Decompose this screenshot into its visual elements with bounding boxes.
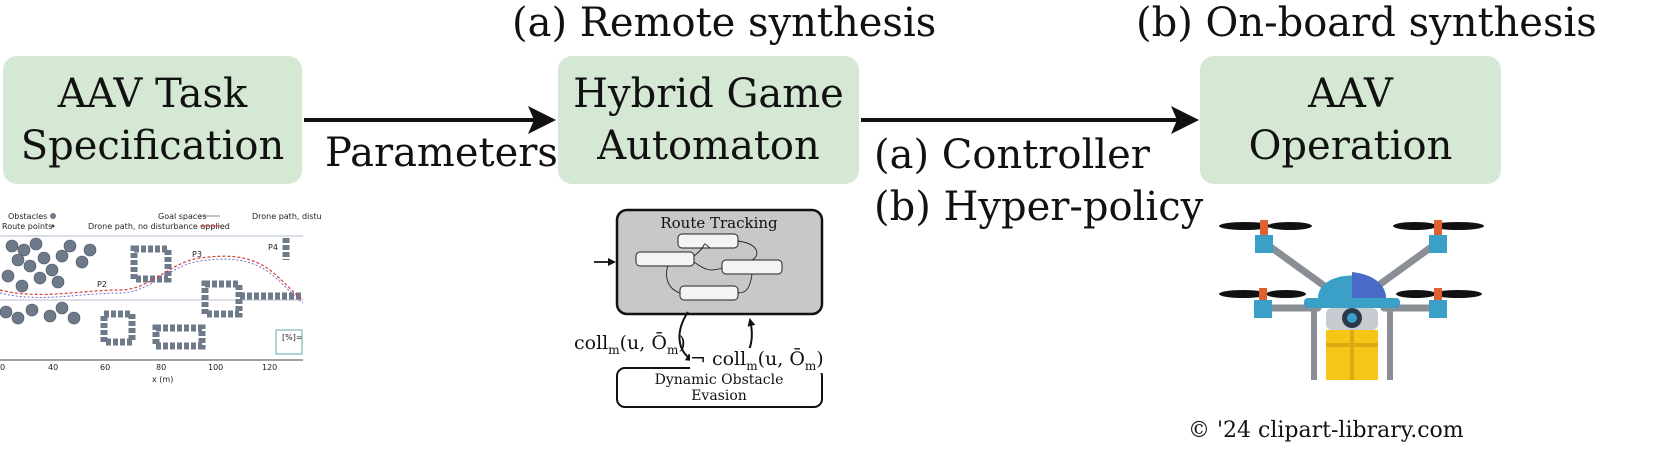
guard-not-coll-close: ) xyxy=(816,348,824,370)
guard-coll-fn: coll xyxy=(574,332,609,354)
xtick-80: 80 xyxy=(156,363,166,372)
box-hybrid-line2: Automaton xyxy=(597,123,820,169)
guard-not-coll: ¬ collm(u, Ōm) xyxy=(690,348,824,373)
legend-obstacle-marker xyxy=(50,213,56,219)
route-point-p3: P3 xyxy=(192,250,202,259)
route-tracking-transitions xyxy=(666,240,758,294)
route-tracking-title: Route Tracking xyxy=(660,214,778,232)
xtick-40: 40 xyxy=(48,363,58,372)
guard-not-coll-args: (u, Ō xyxy=(757,348,805,370)
box-aav-task-specification: AAV Task Specification xyxy=(3,56,302,184)
obstacle-bars xyxy=(240,238,303,300)
drone-path-disturbance xyxy=(0,258,304,304)
xtick-100: 100 xyxy=(208,363,223,372)
route-point-p2: P2 xyxy=(97,280,107,289)
edge-label-controller: (a) Controller xyxy=(874,132,1150,178)
xtick-60: 60 xyxy=(100,363,110,372)
evasion-line2: Evasion xyxy=(691,388,747,404)
heading-onboard-synthesis: (b) On-board synthesis xyxy=(1136,0,1597,46)
route-tracking-modes xyxy=(635,233,783,301)
legend-goal-spaces: Goal spaces xyxy=(158,212,206,221)
heading-remote-synthesis: (a) Remote synthesis xyxy=(512,0,937,46)
evasion-line1: Dynamic Obstacle xyxy=(655,372,784,388)
obstacle-square-1 xyxy=(100,245,243,350)
guard-not-coll-sub: m xyxy=(746,358,758,373)
legend-route-marker xyxy=(51,224,55,228)
copyright-notice: © '24 clipart-library.com xyxy=(1188,418,1464,443)
box-aav-operation: AAV Operation xyxy=(1200,56,1501,184)
guard-coll-sub2: m xyxy=(666,342,679,357)
drone-dome-shade xyxy=(1352,272,1386,298)
arrowhead-parameters xyxy=(528,106,556,134)
box-operation-line1: AAV xyxy=(1308,71,1393,117)
route-point-p4: P4 xyxy=(268,243,278,252)
legend-obstacles: Obstacles xyxy=(8,212,47,221)
guard-coll-sub: m xyxy=(608,342,620,357)
box-task-line2: Specification xyxy=(20,123,285,169)
box-hybrid-line1: Hybrid Game xyxy=(573,71,844,117)
drone-body xyxy=(1304,298,1400,308)
legend-drone-no-dist: Drone path, no disturbance applied xyxy=(88,222,230,231)
guard-coll-close: ) xyxy=(678,332,686,354)
drone-camera-lens xyxy=(1347,313,1357,323)
arrow-to-evasion xyxy=(678,311,694,362)
rotor-icon xyxy=(1219,220,1484,318)
obstacle-cluster-left xyxy=(0,237,97,325)
box-task-line1: AAV Task xyxy=(57,71,248,117)
edge-label-parameters: Parameters xyxy=(325,130,558,176)
guard-coll-args: (u, Ō xyxy=(619,332,667,354)
guard-not-coll-fn: ¬ coll xyxy=(690,348,747,370)
plot-xlabel: x (m) xyxy=(152,375,173,384)
route-tracking-box xyxy=(615,208,824,316)
guard-coll: collm(u, Ōm) xyxy=(574,332,686,357)
xtick-120: 120 xyxy=(262,363,277,372)
edge-label-hyper-policy: (b) Hyper-policy xyxy=(874,184,1204,230)
box-hybrid-game-automaton: Hybrid Game Automaton xyxy=(558,56,859,184)
legend-drone-dist: Drone path, distu xyxy=(252,212,322,221)
plot-corner-box xyxy=(275,329,303,355)
guard-not-coll-sub2: m xyxy=(804,358,817,373)
plot-corner-label: [%]= xyxy=(282,333,303,342)
legend-route-points: Route points xyxy=(2,222,52,231)
box-operation-line2: Operation xyxy=(1248,123,1453,169)
arrowhead-controller xyxy=(1171,106,1199,134)
xtick-0: 0 xyxy=(0,363,5,372)
